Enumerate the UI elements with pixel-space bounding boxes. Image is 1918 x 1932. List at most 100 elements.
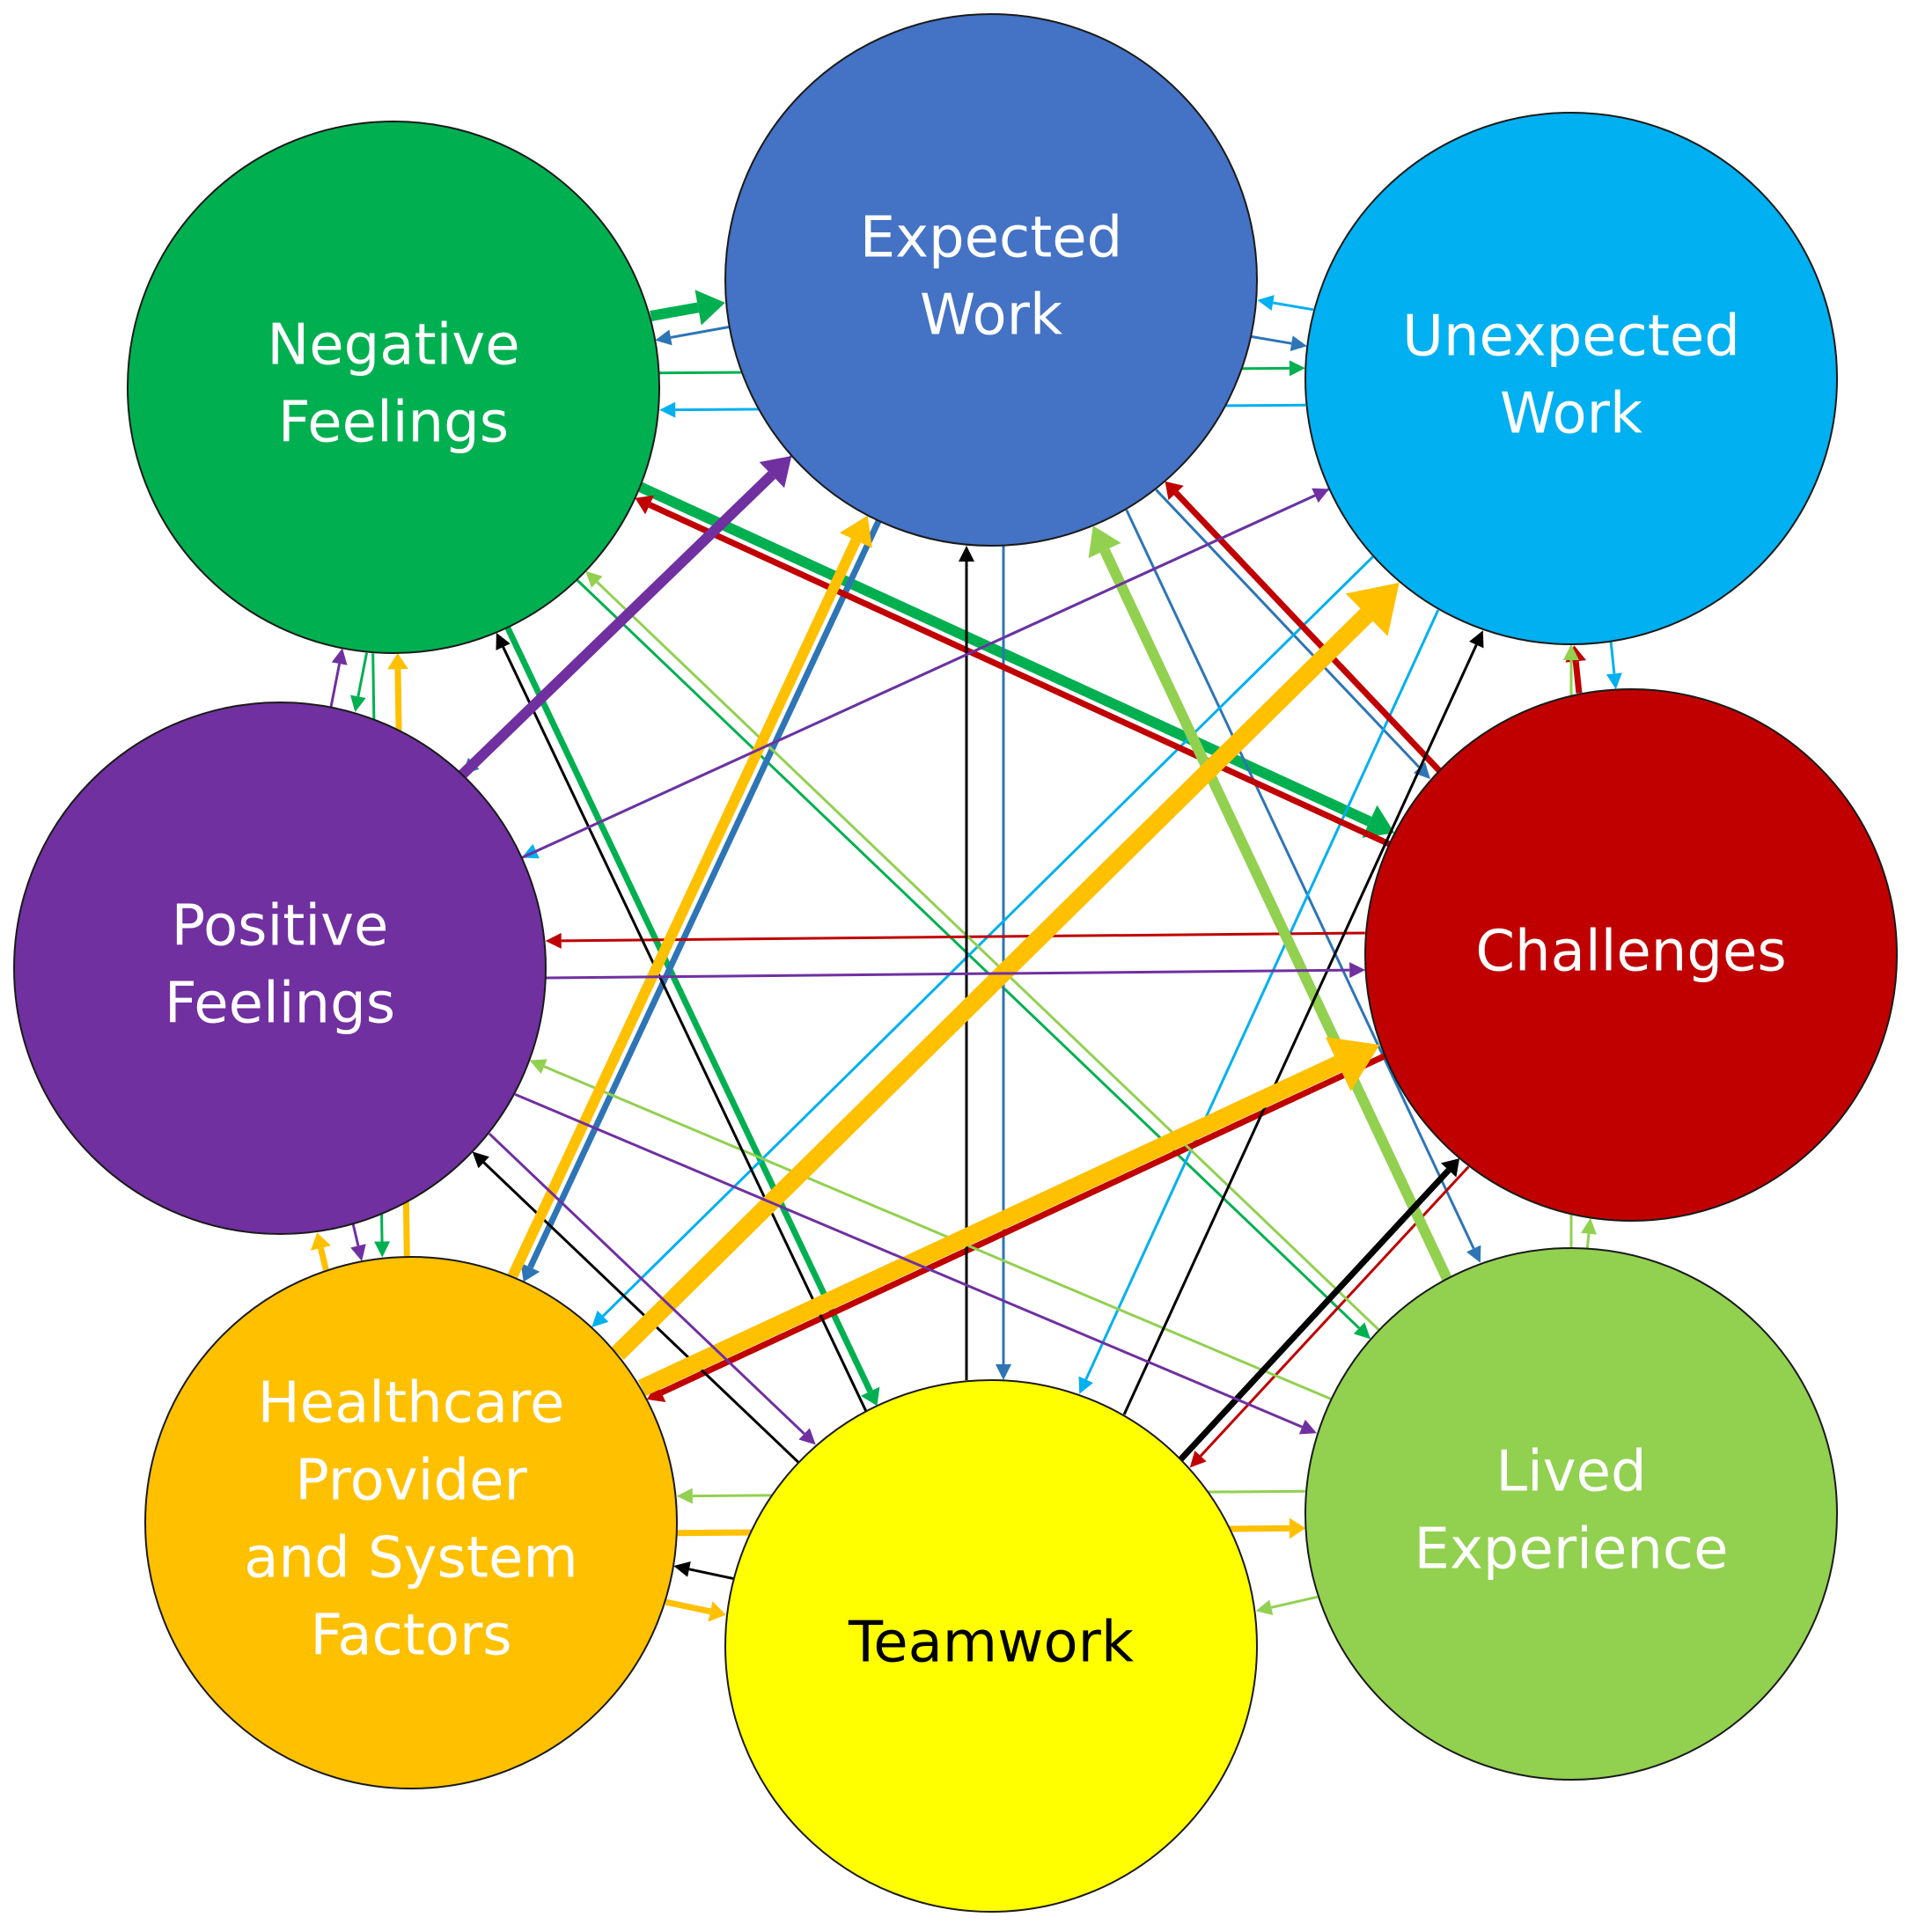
edge-arrowhead — [1088, 525, 1121, 559]
edge-line — [611, 608, 1373, 1360]
edge-arrowhead — [655, 329, 672, 346]
edge-expected_work-to-negative_feelings — [655, 325, 731, 346]
edge-challenges-to-negative_feelings — [635, 495, 1391, 848]
edge-arrowhead — [1345, 583, 1400, 636]
edge-arrowhead — [1362, 804, 1395, 838]
node-label-line: Lived — [1495, 1440, 1646, 1505]
edge-arrowhead — [860, 1386, 880, 1407]
node-label-line: Feelings — [278, 391, 509, 456]
edge-arrowhead — [1563, 644, 1579, 660]
node-label-line: Positive — [172, 894, 389, 959]
node-circle — [1304, 112, 1838, 645]
edge-line — [1251, 334, 1292, 345]
edge-positive_feelings-to-expected_work — [459, 455, 792, 779]
edge-line — [688, 1568, 734, 1581]
node-label-line: Work — [1500, 382, 1642, 447]
edge-arrowhead — [759, 455, 792, 489]
edge-line — [596, 581, 1380, 1332]
edge-arrowhead — [1581, 1217, 1597, 1235]
edge-line — [504, 626, 873, 1393]
edge-teamwork-to-unexpected_work — [1122, 630, 1484, 1415]
edge-teamwork-to-positive_feelings — [472, 1151, 800, 1464]
edge-line — [502, 646, 868, 1412]
edge-arrowhead — [529, 1059, 547, 1074]
edge-expected_work-to-healthcare_provider — [520, 519, 882, 1282]
edge-negative_feelings-to-teamwork — [504, 626, 880, 1407]
edge-unexpected_work-to-teamwork — [1078, 609, 1440, 1394]
edge-expected_work-to-unexpected_work — [1251, 334, 1307, 352]
edge-challenges-to-teamwork — [1189, 1165, 1470, 1468]
edge-line — [1609, 641, 1616, 674]
node-label-line: Expected — [860, 206, 1123, 271]
edge-lived_experience-to-positive_feelings — [529, 1059, 1332, 1400]
node-label-line: Unexpected — [1402, 305, 1740, 370]
edge-arrowhead — [1290, 335, 1307, 352]
edge-arrowhead — [839, 515, 872, 548]
edge-positive_feelings-to-challenges — [546, 962, 1366, 980]
edge-positive_feelings-to-healthcare_provider — [350, 1223, 366, 1261]
edge-arrowhead — [1325, 1037, 1380, 1091]
edge-arrowhead — [676, 1488, 693, 1504]
edge-arrowhead — [592, 1310, 609, 1327]
edge-line — [1272, 301, 1314, 312]
edge-line — [351, 1223, 360, 1246]
edge-healthcare_provider-to-positive_feelings — [310, 1232, 332, 1271]
edge-arrowhead — [496, 632, 511, 650]
node-circle — [724, 13, 1258, 547]
edge-arrowhead — [1469, 630, 1484, 649]
edge-lived_experience-to-teamwork — [1255, 1595, 1319, 1616]
edge-line — [576, 578, 1361, 1329]
edge-line — [1122, 644, 1478, 1415]
edge-positive_feelings-to-teamwork — [488, 1132, 816, 1445]
node-challenges: Challenges — [1364, 688, 1898, 1222]
edge-line — [1099, 547, 1452, 1282]
edge-line — [650, 302, 700, 321]
edge-unexpected_work-to-expected_work — [1257, 295, 1314, 312]
edge-arrowhead — [996, 1364, 1011, 1380]
edge-line — [1125, 509, 1475, 1250]
edge-arrowhead — [310, 1232, 332, 1251]
edge-arrowhead — [585, 570, 603, 588]
edge-line — [543, 1065, 1332, 1400]
edge-line — [648, 502, 1391, 848]
edge-healthcare_provider-to-challenges — [637, 1037, 1380, 1397]
edge-arrowhead — [635, 495, 654, 515]
edge-teamwork-to-healthcare_provider — [673, 1561, 734, 1581]
edge-arrowhead — [374, 1241, 391, 1258]
edge-line — [1199, 1165, 1470, 1458]
edge-line — [670, 325, 731, 339]
node-label-line: Provider — [295, 1449, 527, 1514]
edge-arrowhead — [659, 401, 676, 418]
edge-healthcare_provider-to-unexpected_work — [611, 583, 1400, 1360]
edge-arrowhead — [1440, 1158, 1460, 1178]
edge-negative_feelings-to-positive_feelings — [350, 652, 369, 712]
edge-expected_work-to-lived_experience — [1125, 509, 1481, 1263]
edge-arrowhead — [646, 1383, 666, 1402]
edge-positive_feelings-to-negative_feelings — [329, 648, 348, 708]
edge-line — [514, 1092, 1303, 1429]
edge-arrowhead — [350, 694, 366, 712]
edge-line — [1270, 1595, 1319, 1609]
edge-line — [1155, 489, 1421, 769]
edge-line — [637, 1055, 1342, 1397]
edge-arrowhead — [1078, 1376, 1093, 1394]
edge-arrowhead — [350, 1244, 366, 1261]
node-label-line: Work — [920, 283, 1062, 349]
edge-expected_work-to-challenges — [1155, 489, 1430, 780]
edge-lived_experience-to-negative_feelings — [585, 570, 1380, 1332]
edge-arrowhead — [798, 1428, 816, 1445]
edge-line — [1084, 609, 1440, 1380]
edge-arrowhead — [1289, 1517, 1306, 1539]
edge-line — [527, 519, 882, 1269]
node-circle — [1364, 688, 1898, 1222]
node-label-line: Experience — [1415, 1517, 1729, 1583]
edge-arrowhead — [959, 546, 974, 562]
node-circle — [724, 1379, 1258, 1913]
